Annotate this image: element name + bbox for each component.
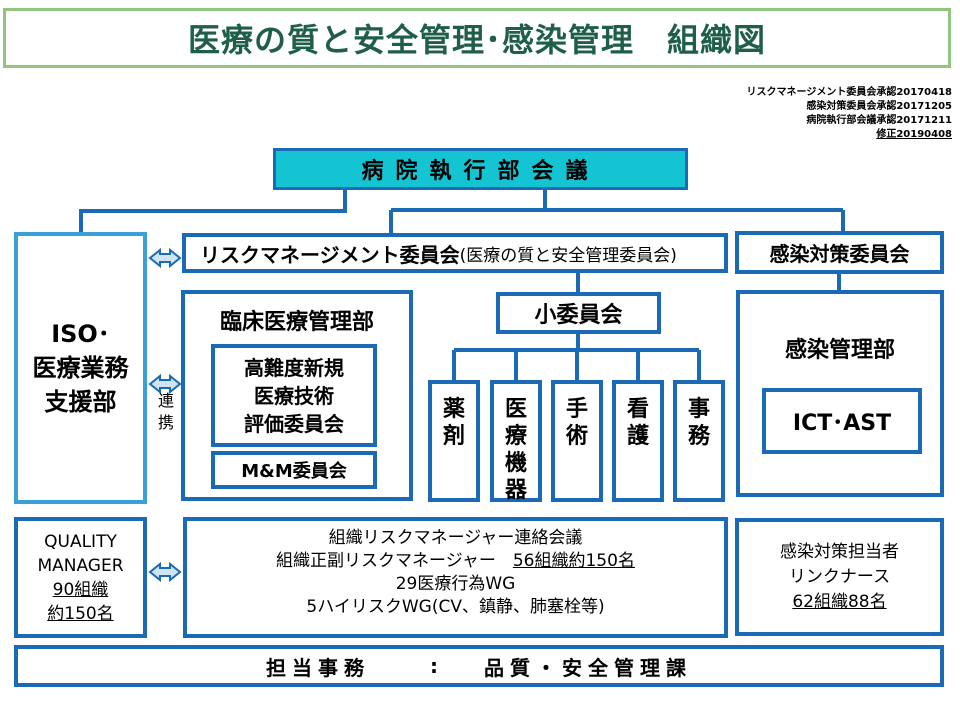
- sub-unit-label: 看護: [626, 397, 649, 449]
- approval-notes: リスクマネージメント委員会承認20170418 感染対策委員会承認2017120…: [747, 86, 952, 142]
- advanced-tech-line: 評価委員会: [244, 411, 344, 436]
- risk-committee-box: リスクマネージメント委員会(医療の質と安全管理委員会): [182, 233, 728, 273]
- advanced-tech-line: 医療技術: [254, 383, 334, 408]
- org-meeting-line: 5ハイリスクWG(CV、鎮静、肺塞栓等): [306, 597, 605, 617]
- office-label: 担当事務: [266, 655, 370, 680]
- approval-line: 感染対策委員会承認20171205: [806, 101, 952, 112]
- org-meeting-text: 組織正副リスクマネージャー: [276, 551, 496, 571]
- revision-line: 修正20190408: [876, 129, 952, 140]
- risk-committee-label: リスクマネージメント委員会: [200, 242, 460, 267]
- ict-ast-label: ICT･AST: [792, 411, 892, 436]
- line-exec-to-iso: [79, 190, 347, 232]
- quality-line: 90組織: [52, 579, 109, 600]
- sub-unit-label: 事務: [687, 397, 710, 449]
- org-risk-meeting-box: 組織リスクマネージャー連絡会議 組織正副リスクマネージャー 56組織約150名 …: [183, 517, 728, 638]
- infection-staff-box: 感染対策担当者 リンクナース 62組織88名: [735, 518, 944, 636]
- infection-staff-line: 感染対策担当者: [780, 541, 899, 562]
- subcommittee-box: 小委員会: [496, 292, 661, 334]
- infection-committee-label: 感染対策委員会: [769, 242, 910, 266]
- office-dept: 品質・安全管理課: [484, 655, 692, 680]
- approval-line: 病院執行部会議承認20171211: [806, 115, 952, 126]
- org-meeting-count: 56組織約150名: [512, 551, 635, 571]
- advanced-tech-line: 高難度新規: [244, 355, 344, 380]
- approval-line: リスクマネージメント委員会承認20170418: [746, 87, 952, 98]
- sub-unit-medical-devices: 医療機器: [490, 380, 542, 503]
- sub-unit-pharmacy: 薬剤: [428, 380, 480, 502]
- sub-unit-label: 手術: [565, 397, 588, 449]
- sub-unit-nursing: 看護: [612, 380, 664, 502]
- collaboration-label: 連 携: [154, 390, 178, 434]
- org-meeting-line: 組織リスクマネージャー連絡会議: [328, 528, 583, 548]
- risk-committee-sublabel: (医療の質と安全管理委員会): [459, 245, 677, 266]
- exec-meeting-label: 病院執行部会議: [361, 159, 600, 184]
- iso-label-line: 支援部: [44, 388, 117, 416]
- sub-unit-surgery: 手術: [551, 380, 603, 502]
- sub-unit-label: 薬剤: [442, 397, 465, 449]
- double-arrow-icon: [148, 561, 182, 583]
- iso-support-box: ISO･ 医療業務 支援部: [14, 232, 147, 504]
- double-arrow-icon: [148, 373, 182, 395]
- infection-dept-label: 感染管理部: [784, 338, 895, 363]
- double-arrow-icon: [148, 247, 182, 269]
- mm-committee-label: M&M委員会: [241, 461, 347, 482]
- clinical-dept-box: 臨床医療管理部 高難度新規 医療技術 評価委員会 M&M委員会: [181, 290, 413, 501]
- org-meeting-line: 29医療行為WG: [395, 574, 516, 594]
- quality-manager-box: QUALITY MANAGER 90組織 約150名: [14, 517, 147, 638]
- iso-label-line: 医療業務: [32, 354, 129, 382]
- infection-staff-line: リンクナース: [788, 566, 891, 587]
- ict-ast-box: ICT･AST: [762, 388, 922, 454]
- subcommittee-label: 小委員会: [534, 303, 623, 328]
- quality-line: QUALITY: [44, 531, 117, 552]
- collaboration-char: 携: [157, 413, 174, 432]
- infection-dept-box: 感染管理部 ICT･AST: [736, 290, 944, 497]
- quality-line: 約150名: [47, 603, 114, 624]
- mm-committee-box: M&M委員会: [211, 451, 377, 489]
- office-box: 担当事務: 品質・安全管理課: [14, 645, 944, 687]
- page-title: 医療の質と安全管理･感染管理 組織図: [187, 21, 766, 59]
- infection-staff-line: 62組織88名: [792, 591, 887, 612]
- office-colon: :: [430, 654, 444, 678]
- advanced-tech-box: 高難度新規 医療技術 評価委員会: [211, 344, 377, 447]
- title-banner: 医療の質と安全管理･感染管理 組織図: [3, 8, 951, 68]
- exec-meeting-box: 病院執行部会議: [273, 148, 688, 190]
- quality-line: MANAGER: [37, 555, 124, 576]
- clinical-dept-label: 臨床医療管理部: [219, 310, 374, 335]
- org-meeting-line: 組織正副リスクマネージャー 56組織約150名: [187, 550, 724, 573]
- collaboration-char: 連: [157, 391, 174, 410]
- sub-unit-office: 事務: [673, 380, 725, 502]
- sub-unit-label: 医療機器: [504, 397, 527, 503]
- iso-label-line: ISO･: [51, 320, 110, 348]
- infection-committee-box: 感染対策委員会: [735, 231, 944, 274]
